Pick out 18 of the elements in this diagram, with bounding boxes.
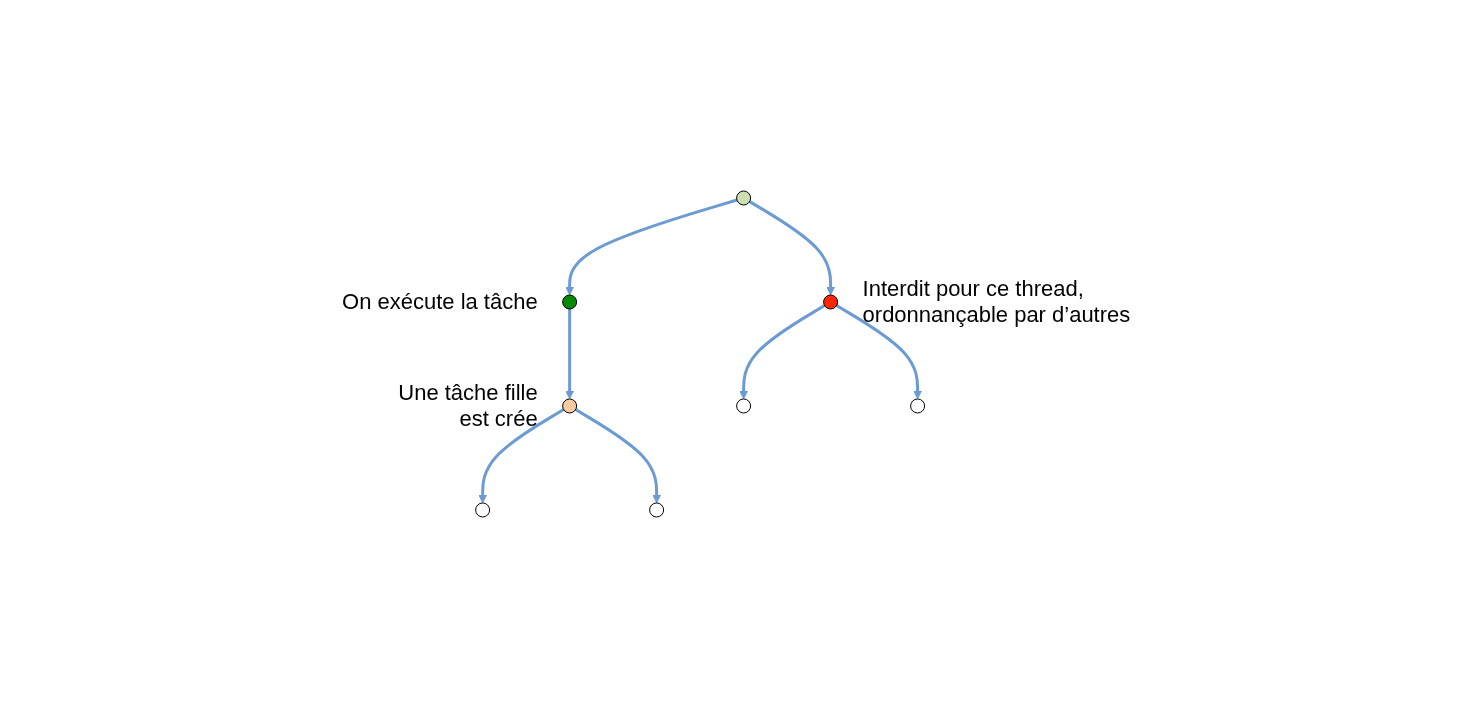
arrow [565,308,574,399]
circle-node [822,294,838,309]
circle-node [735,190,751,205]
node-caption: Une tâche fille est crée [398,379,538,431]
arrow [739,303,826,399]
circle-node [561,398,577,413]
arrow [478,407,565,503]
node-caption: On exécute la tâche [341,288,538,314]
arrow [565,198,738,295]
circle-node [474,502,490,517]
circle-node [648,502,664,517]
arrow [748,199,835,295]
node-caption: Interdit pour ce thread, ordonnançable par d’autres [862,275,1131,327]
circle-node [561,294,577,309]
arrow [835,303,922,399]
arrow [574,407,661,503]
circle-node [909,398,925,413]
circle-node [735,398,751,413]
